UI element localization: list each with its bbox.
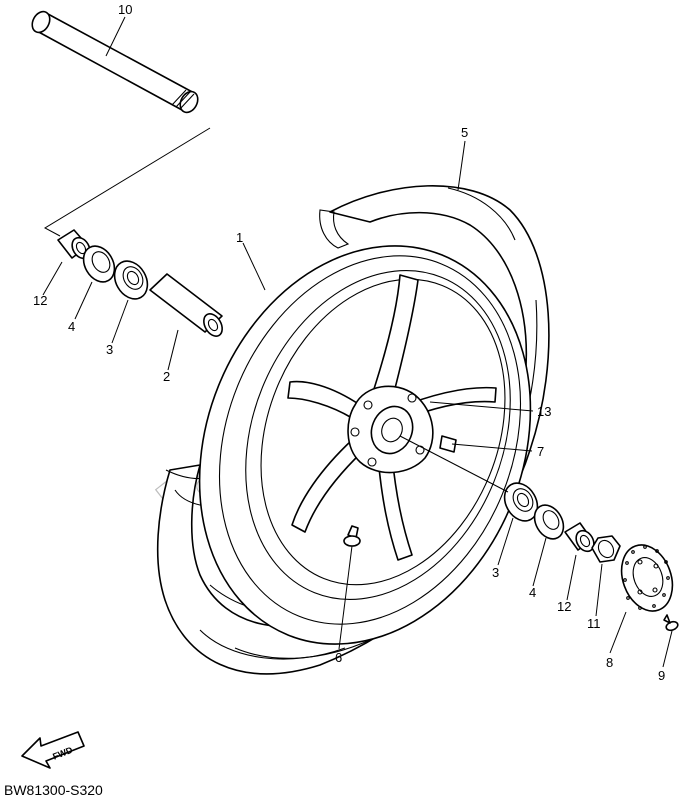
leader-lines xyxy=(42,16,673,668)
callout-13[interactable]: 13 xyxy=(537,404,551,419)
wheel-part[interactable] xyxy=(142,196,589,695)
callout-10[interactable]: 10 xyxy=(118,2,132,17)
callout-1[interactable]: 1 xyxy=(236,230,243,245)
assembly-line xyxy=(43,127,211,237)
callout-4-right[interactable]: 4 xyxy=(529,585,536,600)
screw-part[interactable] xyxy=(663,614,679,632)
axle-part[interactable] xyxy=(29,9,201,116)
bearing-right-part[interactable] xyxy=(498,477,544,527)
nut-part[interactable] xyxy=(591,535,621,563)
sensor-rotor-part[interactable] xyxy=(613,538,680,618)
forward-arrow-icon: FWD xyxy=(21,731,85,769)
oil-seal-left-part[interactable] xyxy=(77,241,120,288)
diagram-code: BW81300-S320 xyxy=(4,782,103,798)
callouts: 10 5 1 12 4 3 2 13 7 6 3 4 12 11 8 9 xyxy=(33,2,665,683)
callout-8[interactable]: 8 xyxy=(606,655,613,670)
callout-2[interactable]: 2 xyxy=(163,369,170,384)
callout-11[interactable]: 11 xyxy=(587,616,601,631)
callout-4-left[interactable]: 4 xyxy=(68,319,75,334)
callout-12-left[interactable]: 12 xyxy=(33,293,47,308)
callout-3-right[interactable]: 3 xyxy=(492,565,499,580)
callout-5[interactable]: 5 xyxy=(461,125,468,140)
callout-3-left[interactable]: 3 xyxy=(106,342,113,357)
collar-right-part[interactable] xyxy=(564,522,597,555)
oil-seal-right-part[interactable] xyxy=(529,500,570,544)
bearing-left-part[interactable] xyxy=(108,255,154,305)
callout-7[interactable]: 7 xyxy=(537,444,544,459)
callout-12-right[interactable]: 12 xyxy=(557,599,571,614)
spacer-part[interactable] xyxy=(149,273,226,339)
callout-9[interactable]: 9 xyxy=(658,668,665,683)
callout-6[interactable]: 6 xyxy=(335,650,342,665)
